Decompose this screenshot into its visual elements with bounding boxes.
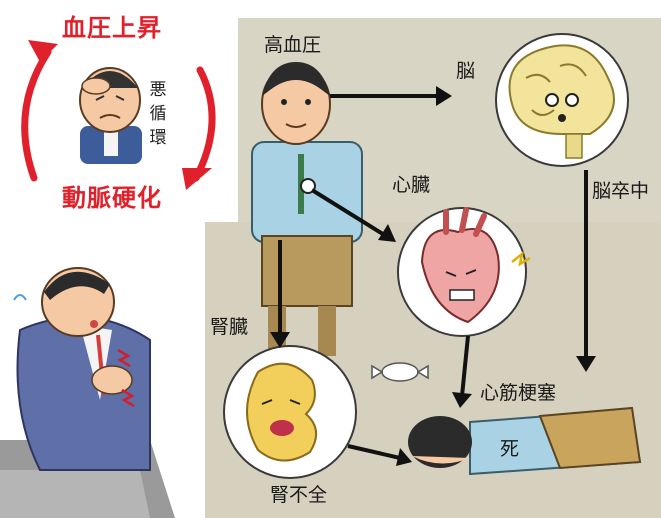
stroke-label: 脳卒中 bbox=[592, 180, 650, 202]
hypertension-label: 高血圧 bbox=[264, 34, 322, 56]
kidney-label: 腎臓 bbox=[210, 316, 249, 338]
chest-pain-man-icon bbox=[0, 267, 175, 518]
blood-pressure-rise-label: 血圧上昇 bbox=[62, 14, 162, 42]
vicious-cycle-char-3: 環 bbox=[149, 128, 167, 148]
worried-man-icon bbox=[79, 67, 142, 164]
cycle-arrows bbox=[21, 40, 216, 190]
brain-label: 脳 bbox=[456, 60, 476, 82]
pill-wrapper-icon bbox=[371, 362, 429, 382]
kidney-icon bbox=[223, 345, 357, 479]
hypertension-man-icon bbox=[251, 62, 363, 356]
death-label: 死 bbox=[500, 438, 520, 460]
heart-label: 心臓 bbox=[392, 174, 431, 196]
vicious-cycle-char-2: 循 bbox=[149, 104, 167, 124]
vicious-cycle-char-1: 悪 bbox=[149, 80, 167, 100]
brain-icon bbox=[495, 33, 629, 167]
vicious-cycle-label: 悪 循 環 bbox=[148, 78, 168, 150]
heart-icon bbox=[397, 207, 531, 337]
kidney-failure-label: 腎不全 bbox=[270, 484, 328, 506]
myocardial-infarction-label: 心筋梗塞 bbox=[480, 382, 557, 404]
arteriosclerosis-label: 動脈硬化 bbox=[62, 184, 162, 212]
collapsed-man-icon bbox=[408, 406, 642, 476]
flow-arrows bbox=[270, 86, 596, 466]
